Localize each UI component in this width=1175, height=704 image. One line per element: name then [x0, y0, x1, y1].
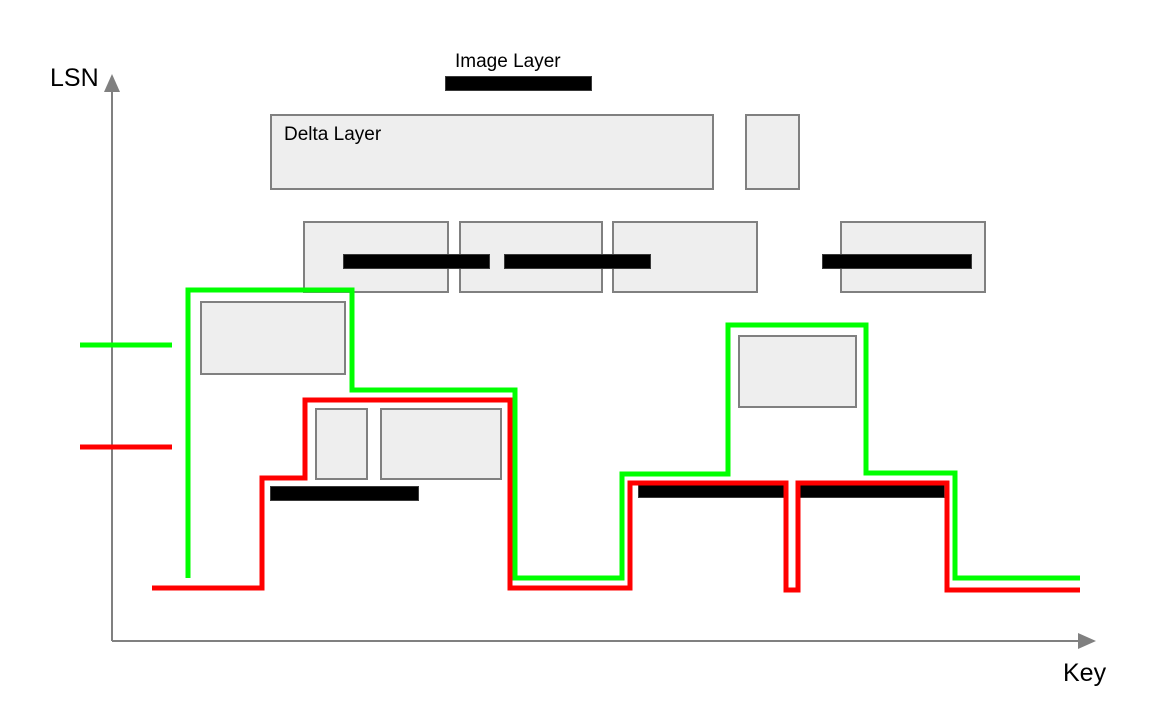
x-axis-label: Key — [1063, 659, 1107, 687]
green-step-line — [185, 287, 1080, 581]
layer-box-small-mid[interactable] — [315, 408, 368, 480]
layer-box-left-mid[interactable] — [200, 301, 346, 375]
image-layer-label: Image Layer — [455, 51, 561, 72]
layer-box-right-mid[interactable] — [738, 335, 857, 408]
delta-layer-box-right[interactable] — [745, 114, 800, 190]
image-layer-bar-mid[interactable] — [270, 486, 419, 501]
image-layer-bar-row3-c[interactable] — [822, 254, 972, 269]
image-layer-bar-row3-a[interactable] — [343, 254, 490, 269]
y-axis-label: LSN — [50, 64, 99, 92]
delta-layer-box-main[interactable]: Delta Layer — [270, 114, 714, 190]
delta-layer-box-label: Delta Layer — [284, 124, 382, 145]
layer-box-wide-mid[interactable] — [380, 408, 502, 480]
red-step-line — [152, 397, 1080, 593]
image-layer-bar-top[interactable] — [445, 76, 592, 91]
image-layer-bar-row3-b[interactable] — [504, 254, 651, 269]
